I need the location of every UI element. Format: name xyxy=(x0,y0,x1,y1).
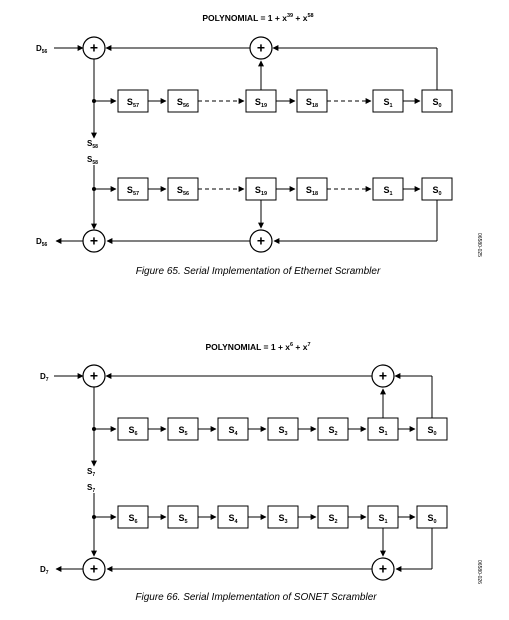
svg-text:+: + xyxy=(379,368,387,384)
fig66-output-label: D7 xyxy=(40,565,49,576)
fig65-polynomial-title: POLYNOMIAL = 1 + x39 + x58 xyxy=(202,13,313,23)
fig66-input-label: D7 xyxy=(40,372,49,383)
svg-text:S5: S5 xyxy=(178,513,187,525)
shift-register-stage: S5 xyxy=(167,505,199,529)
svg-text:S56: S56 xyxy=(177,185,189,197)
fig66-tap-label-bottom: S7 xyxy=(87,483,95,494)
svg-text:S0: S0 xyxy=(432,97,441,109)
figure-66: POLYNOMIAL = 1 + x6 + x7 D7 + + S6 S5 xyxy=(40,342,482,603)
shift-register-stage: S57 xyxy=(117,177,149,201)
svg-text:+: + xyxy=(90,40,98,56)
fig65-tap-label-bottom: S58 xyxy=(87,155,98,166)
svg-text:+: + xyxy=(90,368,98,384)
svg-text:S19: S19 xyxy=(255,97,267,109)
fig66-xor-input: + xyxy=(82,364,106,388)
fig66-xor-output: + xyxy=(82,557,106,581)
svg-text:S1: S1 xyxy=(378,513,387,525)
shift-register-stage: S1 xyxy=(372,177,404,201)
fig66-tap-label-top: S7 xyxy=(87,467,95,478)
fig66-top-register: S6 S5 S4 S3 S2 xyxy=(117,417,448,441)
fig65-xor-feedback-top: + xyxy=(249,36,273,60)
shift-register-stage: S0 xyxy=(421,177,453,201)
shift-register-stage: S56 xyxy=(167,89,199,113)
svg-text:S57: S57 xyxy=(127,97,139,109)
fig65-xor-feedback-bottom: + xyxy=(249,229,273,253)
fig65-bottom-register: S57 S56 S19 S18 S1 xyxy=(117,177,453,201)
shift-register-stage: S19 xyxy=(245,177,277,201)
fig65-top-register: S57 S56 S19 S18 S1 xyxy=(117,89,453,113)
svg-text:S19: S19 xyxy=(255,185,267,197)
svg-text:S5: S5 xyxy=(178,425,187,437)
shift-register-stage: S4 xyxy=(217,505,249,529)
shift-register-stage: S18 xyxy=(296,177,328,201)
svg-text:S3: S3 xyxy=(278,425,287,437)
shift-register-stage: S3 xyxy=(267,505,299,529)
shift-register-stage: S18 xyxy=(296,89,328,113)
shift-register-stage: S1 xyxy=(367,417,399,441)
shift-register-stage: S2 xyxy=(317,505,349,529)
fig65-xor-input: + xyxy=(82,36,106,60)
svg-text:S0: S0 xyxy=(427,513,436,525)
shift-register-stage: S57 xyxy=(117,89,149,113)
svg-text:S0: S0 xyxy=(432,185,441,197)
fig66-caption: Figure 66. Serial Implementation of SONE… xyxy=(135,592,377,603)
fig66-xor-feedback-bottom: + xyxy=(371,557,395,581)
shift-register-stage: S0 xyxy=(421,89,453,113)
svg-text:S6: S6 xyxy=(128,513,137,525)
fig66-xor-feedback-top: + xyxy=(371,364,395,388)
svg-text:S4: S4 xyxy=(228,513,238,525)
svg-text:+: + xyxy=(257,233,265,249)
shift-register-stage: S6 xyxy=(117,417,149,441)
fig65-output-label: D56 xyxy=(36,237,48,248)
svg-text:S3: S3 xyxy=(278,513,287,525)
shift-register-stage: S6 xyxy=(117,505,149,529)
shift-register-stage: S2 xyxy=(317,417,349,441)
shift-register-stage: S3 xyxy=(267,417,299,441)
shift-register-stage: S1 xyxy=(367,505,399,529)
svg-text:+: + xyxy=(379,561,387,577)
shift-register-stage: S19 xyxy=(245,89,277,113)
fig65-caption: Figure 65. Serial Implementation of Ethe… xyxy=(136,266,381,277)
shift-register-stage: S0 xyxy=(416,417,448,441)
fig66-polynomial-title: POLYNOMIAL = 1 + x6 + x7 xyxy=(205,342,310,352)
shift-register-stage: S4 xyxy=(217,417,249,441)
svg-text:S18: S18 xyxy=(306,97,318,109)
shift-register-stage: S5 xyxy=(167,417,199,441)
svg-text:S18: S18 xyxy=(306,185,318,197)
shift-register-stage: S0 xyxy=(416,505,448,529)
fig66-bottom-register: S6 S5 S4 S3 S2 xyxy=(117,505,448,529)
figure-65: POLYNOMIAL = 1 + x39 + x58 D56 + + S57 xyxy=(36,13,482,277)
svg-text:S1: S1 xyxy=(383,185,392,197)
fig66-code: 06580-026 xyxy=(476,560,482,584)
svg-text:+: + xyxy=(90,233,98,249)
svg-text:S1: S1 xyxy=(383,97,392,109)
fig65-input-label: D56 xyxy=(36,44,48,55)
fig65-xor-output: + xyxy=(82,229,106,253)
svg-text:S56: S56 xyxy=(177,97,189,109)
svg-text:S6: S6 xyxy=(128,425,137,437)
shift-register-stage: S56 xyxy=(167,177,199,201)
svg-text:S57: S57 xyxy=(127,185,139,197)
svg-text:S0: S0 xyxy=(427,425,436,437)
svg-text:+: + xyxy=(257,40,265,56)
shift-register-stage: S1 xyxy=(372,89,404,113)
svg-text:S2: S2 xyxy=(328,425,337,437)
svg-text:S2: S2 xyxy=(328,513,337,525)
fig65-tap-label-top: S58 xyxy=(87,139,98,150)
svg-text:S4: S4 xyxy=(228,425,238,437)
svg-text:S1: S1 xyxy=(378,425,387,437)
svg-text:+: + xyxy=(90,561,98,577)
fig65-code: 06580-025 xyxy=(476,233,482,257)
